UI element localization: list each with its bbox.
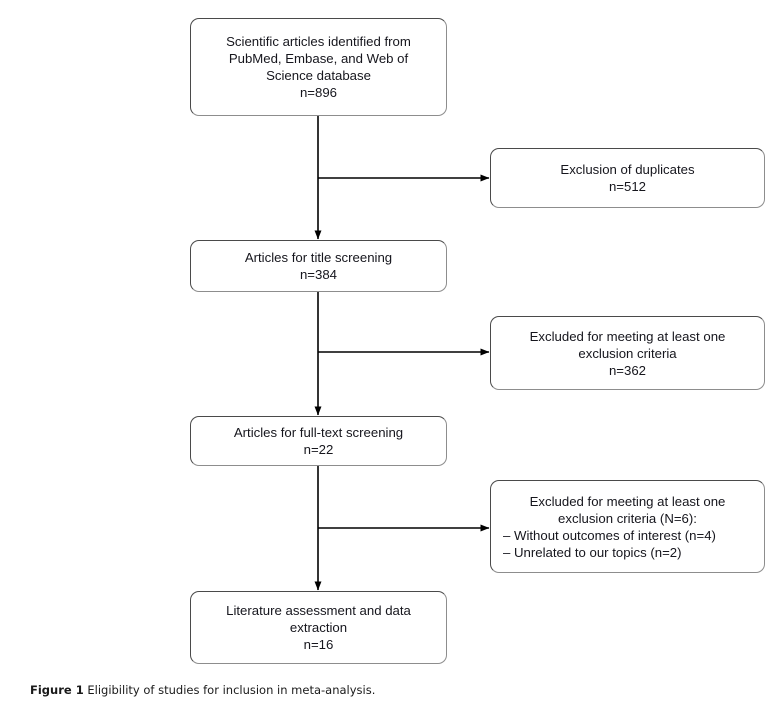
figure-caption-text: Eligibility of studies for inclusion in … [87, 683, 376, 697]
node-text-line: Scientific articles identified from [226, 34, 411, 49]
node-articles-identified: Scientific articles identified from PubM… [190, 18, 447, 116]
node-text-line: Excluded for meeting at least one [529, 328, 726, 344]
node-articles-title-screening: Articles for title screening n=384 [190, 240, 447, 292]
node-text-line: Science database [266, 68, 371, 83]
node-exclusion-reason: – Unrelated to our topics (n=2) [503, 544, 682, 560]
node-excluded-fulltext-screening: Excluded for meeting at least one exclus… [490, 480, 765, 573]
node-articles-fulltext-screening: Articles for full-text screening n=22 [190, 416, 447, 466]
node-count: n=16 [303, 637, 334, 652]
node-excluded-title-screening: Excluded for meeting at least one exclus… [490, 316, 765, 390]
node-exclusion-duplicates: Exclusion of duplicates n=512 [490, 148, 765, 208]
node-text-line: PubMed, Embase, and Web of [228, 51, 409, 66]
node-exclusion-reason: – Without outcomes of interest (n=4) [503, 527, 716, 543]
node-count: n=362 [608, 362, 647, 378]
node-text-line: exclusion criteria (N=6): [558, 510, 697, 526]
figure-caption: Figure 1 Eligibility of studies for incl… [30, 683, 375, 697]
node-count: n=512 [608, 179, 647, 194]
node-count: n=22 [303, 442, 334, 457]
node-text-line: extraction [289, 620, 348, 635]
node-text-line: exclusion criteria [578, 345, 677, 361]
node-text-line: Articles for full-text screening [233, 425, 404, 440]
node-literature-assessment: Literature assessment and data extractio… [190, 591, 447, 664]
node-text-line: Excluded for meeting at least one [529, 493, 726, 509]
node-text-line: Literature assessment and data [226, 603, 411, 618]
node-text-line: Articles for title screening [244, 250, 393, 265]
figure-caption-label: Figure 1 [30, 683, 84, 697]
node-count: n=896 [299, 85, 338, 100]
node-count: n=384 [299, 267, 338, 282]
node-text-line: Exclusion of duplicates [560, 162, 695, 177]
